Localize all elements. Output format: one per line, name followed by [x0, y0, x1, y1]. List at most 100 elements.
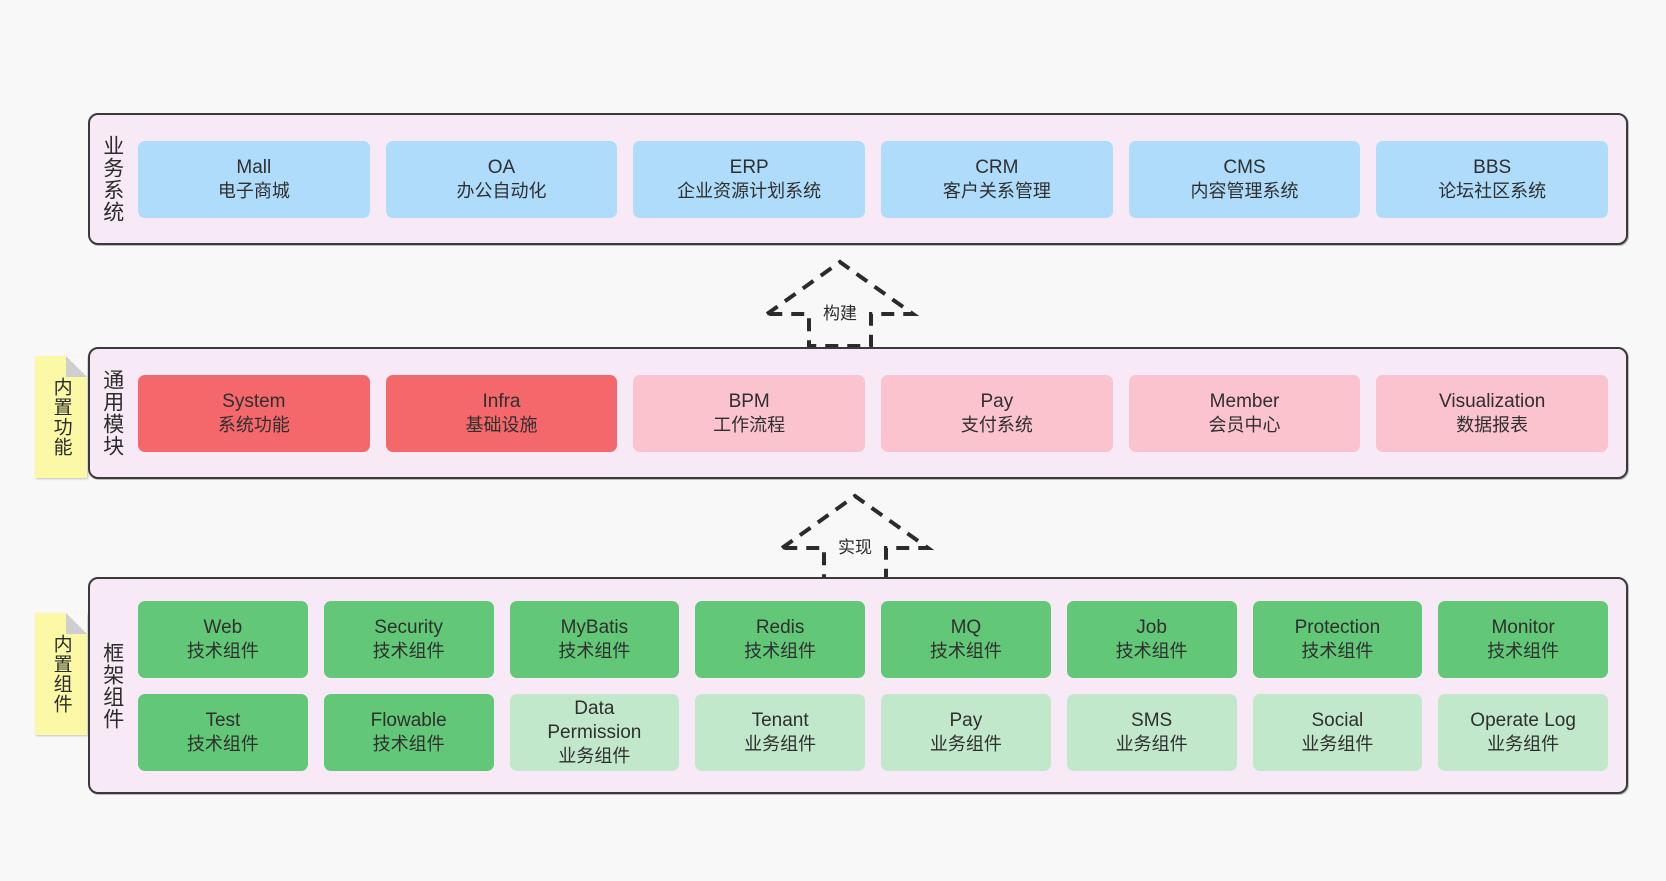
card-title: Tenant [751, 709, 809, 731]
layer-framework-components: 框架组件 Web 技术组件 Security 技术组件 MyBatis 技术组件… [88, 577, 1628, 794]
module-card-visualization[interactable]: Visualization 数据报表 [1376, 374, 1609, 452]
layer-common-modules: 通用模块 System 系统功能 Infra 基础设施 BPM 工作流程 Pay… [88, 347, 1628, 479]
component-card-web[interactable]: Web 技术组件 [138, 600, 308, 678]
component-card-tenant[interactable]: Tenant 业务组件 [695, 693, 865, 771]
card-title: Pay [980, 390, 1014, 412]
module-card-oa[interactable]: OA 办公自动化 [385, 140, 618, 218]
card-subtitle: 技术组件 [558, 640, 631, 661]
card-title: Monitor [1491, 616, 1555, 638]
card-title: Operate Log [1470, 709, 1576, 731]
connector-label: 实现 [838, 538, 872, 557]
component-card-redis[interactable]: Redis 技术组件 [695, 600, 865, 678]
card-title: System [222, 390, 286, 412]
component-card-mybatis[interactable]: MyBatis 技术组件 [509, 600, 680, 678]
card-subtitle: 工作流程 [713, 414, 786, 435]
card-subtitle: 会员中心 [1208, 414, 1281, 435]
card-title: BBS [1473, 156, 1512, 178]
module-card-erp[interactable]: ERP 企业资源计划系统 [633, 140, 866, 218]
module-card-cms[interactable]: CMS 内容管理系统 [1128, 140, 1361, 218]
card-title: SMS [1131, 709, 1173, 731]
card-subtitle: 支付系统 [960, 414, 1033, 435]
component-card-mq[interactable]: MQ 技术组件 [881, 600, 1051, 678]
layer-business-systems: 业务系统 Mall 电子商城 OA 办公自动化 ERP 企业资源计划系统 CRM… [88, 113, 1628, 245]
component-card-test[interactable]: Test 技术组件 [138, 693, 308, 771]
module-card-bpm[interactable]: BPM 工作流程 [633, 374, 866, 452]
component-card-flowable[interactable]: Flowable 技术组件 [323, 693, 494, 771]
card-subtitle: 数据报表 [1456, 414, 1529, 435]
card-subtitle: 论坛社区系统 [1438, 180, 1547, 201]
card-subtitle: 业务组件 [1487, 733, 1560, 754]
card-subtitle: 企业资源计划系统 [677, 180, 822, 201]
card-title: Mall [236, 156, 272, 178]
card-subtitle: 业务组件 [1115, 733, 1188, 754]
sticky-note-text: 内置组件 [50, 634, 72, 714]
card-subtitle: 业务组件 [558, 745, 631, 766]
folded-corner-icon [66, 613, 87, 634]
card-subtitle: 电子商城 [217, 180, 290, 201]
card-subtitle: 业务组件 [744, 733, 817, 754]
card-subtitle: 内容管理系统 [1190, 180, 1299, 201]
layer-title-framework-components: 框架组件 [100, 641, 124, 730]
module-card-system[interactable]: System 系统功能 [138, 374, 370, 452]
card-subtitle: 技术组件 [1301, 640, 1374, 661]
layer-body-common-modules: System 系统功能 Infra 基础设施 BPM 工作流程 Pay 支付系统… [134, 349, 1626, 477]
component-card-operate-log[interactable]: Operate Log 业务组件 [1438, 693, 1608, 771]
card-subtitle: 技术组件 [372, 640, 445, 661]
component-card-sms[interactable]: SMS 业务组件 [1066, 693, 1237, 771]
module-card-crm[interactable]: CRM 客户关系管理 [881, 140, 1113, 218]
component-card-job[interactable]: Job 技术组件 [1066, 600, 1237, 678]
connector-build: 构建 [755, 256, 925, 350]
card-subtitle: 办公自动化 [456, 180, 547, 201]
card-subtitle: 技术组件 [372, 733, 445, 754]
card-subtitle: 技术组件 [1487, 640, 1560, 661]
card-subtitle: 技术组件 [929, 640, 1002, 661]
component-card-data-permission[interactable]: Data Permission 业务组件 [509, 693, 680, 771]
card-title: Flowable [370, 709, 447, 731]
card-subtitle: 基础设施 [465, 414, 538, 435]
component-card-pay[interactable]: Pay 业务组件 [881, 693, 1051, 771]
card-title: Visualization [1439, 390, 1546, 412]
card-title: OA [487, 156, 516, 178]
layer-title-business-systems: 业务系统 [100, 135, 124, 223]
dashed-hollow-arrow-icon [760, 259, 920, 348]
sticky-note-builtin-components: 内置组件 [35, 613, 87, 735]
module-card-bbs[interactable]: BBS 论坛社区系统 [1376, 140, 1609, 218]
layer-title-common-modules: 通用模块 [100, 369, 124, 457]
card-title: Pay [949, 709, 983, 731]
layer-body-framework-components: Web 技术组件 Security 技术组件 MyBatis 技术组件 Redi… [134, 579, 1626, 792]
card-title: CMS [1223, 156, 1266, 178]
component-card-security[interactable]: Security 技术组件 [323, 600, 494, 678]
card-title: Job [1136, 616, 1167, 638]
card-subtitle: 业务组件 [1301, 733, 1374, 754]
component-card-protection[interactable]: Protection 技术组件 [1252, 600, 1423, 678]
card-title: MyBatis [560, 616, 629, 638]
card-subtitle: 技术组件 [186, 733, 259, 754]
component-card-monitor[interactable]: Monitor 技术组件 [1438, 600, 1608, 678]
layer-body-business-systems: Mall 电子商城 OA 办公自动化 ERP 企业资源计划系统 CRM 客户关系… [134, 115, 1626, 243]
card-title: Social [1311, 709, 1364, 731]
module-card-mall[interactable]: Mall 电子商城 [138, 140, 370, 218]
sticky-note-builtin-features: 内置功能 [35, 356, 87, 478]
card-title: Member [1209, 390, 1280, 412]
module-card-infra[interactable]: Infra 基础设施 [385, 374, 618, 452]
card-title: Web [203, 616, 243, 638]
card-subtitle: 业务组件 [929, 733, 1002, 754]
connector-implement: 实现 [770, 490, 940, 584]
card-title: CRM [975, 156, 1019, 178]
card-title: Test [205, 709, 241, 731]
card-title: Infra [482, 390, 521, 412]
card-subtitle: 客户关系管理 [942, 180, 1051, 201]
folded-corner-icon [66, 356, 87, 377]
sticky-note-text: 内置功能 [50, 377, 72, 457]
card-row: Mall 电子商城 OA 办公自动化 ERP 企业资源计划系统 CRM 客户关系… [138, 140, 1609, 218]
card-subtitle: 系统功能 [217, 414, 290, 435]
component-card-social[interactable]: Social 业务组件 [1252, 693, 1423, 771]
module-card-member[interactable]: Member 会员中心 [1128, 374, 1361, 452]
card-row: Web 技术组件 Security 技术组件 MyBatis 技术组件 Redi… [138, 600, 1608, 678]
card-title: MQ [950, 616, 982, 638]
module-card-pay[interactable]: Pay 支付系统 [881, 374, 1113, 452]
card-title: BPM [728, 390, 770, 412]
dashed-hollow-arrow-icon [775, 493, 935, 582]
connector-label: 构建 [823, 304, 857, 323]
card-title: Data Permission [547, 698, 642, 743]
